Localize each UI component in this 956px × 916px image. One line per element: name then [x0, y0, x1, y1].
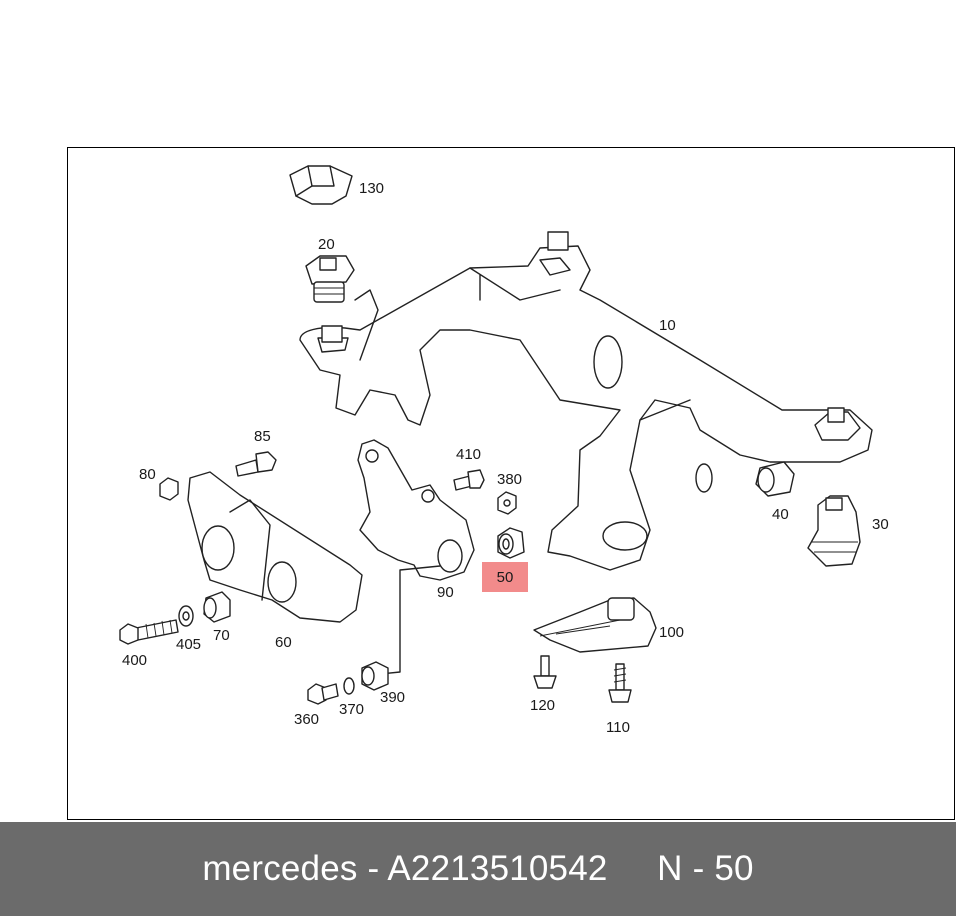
- part-120-screw[interactable]: [533, 655, 557, 689]
- part-110-screw[interactable]: [608, 663, 632, 703]
- part-85-bolt[interactable]: [235, 451, 277, 477]
- label-120: 120: [530, 697, 556, 714]
- label-360: 360: [294, 711, 320, 728]
- part-360-bolt[interactable]: [307, 683, 339, 705]
- part-370-washer[interactable]: [343, 677, 355, 695]
- part-number-caption: mercedes - A2213510542 N - 50: [202, 849, 754, 888]
- label-130: 130: [359, 180, 385, 197]
- label-410: 410: [456, 446, 482, 463]
- label-370: 370: [339, 701, 365, 718]
- part-80-nut[interactable]: [159, 477, 179, 501]
- label-40: 40: [772, 506, 789, 523]
- label-50-highlight[interactable]: 50: [482, 562, 528, 592]
- part-405-washer[interactable]: [178, 605, 194, 627]
- label-60: 60: [275, 634, 292, 651]
- label-405: 405: [176, 636, 202, 653]
- part-390-bushing[interactable]: [361, 661, 389, 691]
- part-60-cover[interactable]: [187, 471, 363, 623]
- label-400: 400: [122, 652, 148, 669]
- part-400-bolt[interactable]: [119, 619, 179, 645]
- part-40-bushing[interactable]: [695, 461, 795, 497]
- footer-bar: mercedes - A2213510542 N - 50: [0, 822, 956, 916]
- label-10: 10: [659, 317, 676, 334]
- part-10-subframe[interactable]: [299, 231, 873, 571]
- label-390: 390: [380, 689, 406, 706]
- part-130-clip[interactable]: [289, 165, 353, 205]
- label-90: 90: [437, 584, 454, 601]
- label-110: 110: [606, 719, 630, 736]
- label-70: 70: [213, 627, 230, 644]
- part-380-nut[interactable]: [497, 491, 517, 515]
- part-90-bracket[interactable]: [357, 439, 475, 675]
- part-50-bushing[interactable]: [497, 527, 525, 559]
- label-30: 30: [872, 516, 889, 533]
- label-20: 20: [318, 236, 335, 253]
- label-80: 80: [139, 466, 156, 483]
- label-85: 85: [254, 428, 271, 445]
- label-100: 100: [659, 624, 685, 641]
- label-380: 380: [497, 471, 523, 488]
- part-70-bushing[interactable]: [203, 591, 231, 623]
- part-20-mount[interactable]: [305, 255, 355, 303]
- part-410-bolt[interactable]: [453, 469, 485, 491]
- part-100-bracket[interactable]: [533, 597, 657, 653]
- part-30-mount[interactable]: [807, 495, 861, 567]
